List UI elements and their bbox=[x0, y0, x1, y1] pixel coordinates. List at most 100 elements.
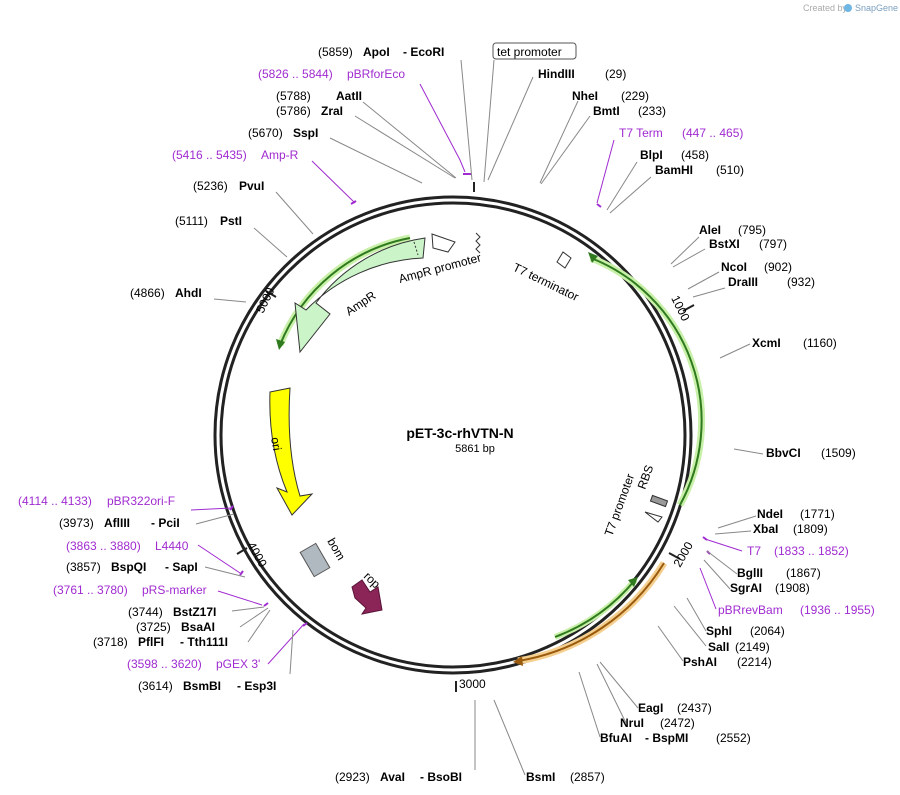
afliii-position: (3973) bbox=[59, 516, 94, 530]
bamhi-label: BamHI bbox=[655, 163, 693, 177]
tick-2000 bbox=[668, 552, 681, 560]
bbvci-label: BbvCI bbox=[766, 446, 801, 460]
rbs-label: RBS bbox=[635, 463, 657, 491]
avai-label: AvaI bbox=[380, 770, 405, 784]
t7-terminator-label: T7 terminator bbox=[511, 260, 581, 304]
green-arc-left-head bbox=[276, 339, 285, 350]
ahdi-position: (4866) bbox=[130, 286, 165, 300]
afliii-label: AflIII bbox=[104, 516, 130, 530]
bspmi-position: (2552) bbox=[716, 731, 751, 745]
zrai-position: (5786) bbox=[276, 104, 311, 118]
apoi-position: (5859) bbox=[318, 45, 353, 59]
eagi-position: (2437) bbox=[677, 701, 712, 715]
nrui-label: NruI bbox=[620, 716, 644, 730]
pgex3-label: pGEX 3' bbox=[216, 657, 260, 671]
bstxi-position: (797) bbox=[759, 237, 787, 251]
eagi-label: EagI bbox=[638, 701, 663, 715]
prsmarker-label: pRS-marker bbox=[142, 583, 207, 597]
position-ticks bbox=[236, 182, 695, 692]
bsaai-position: (3725) bbox=[136, 620, 171, 634]
blpi-label: BlpI bbox=[640, 148, 663, 162]
t7-primer-range: (1833 .. 1852) bbox=[774, 544, 849, 558]
ori-arrow bbox=[269, 387, 314, 516]
tick-5000 bbox=[265, 290, 277, 298]
ahdi-label: AhdI bbox=[175, 286, 202, 300]
pbrforeco-range: (5826 .. 5844) bbox=[258, 67, 333, 81]
backbone-ring bbox=[213, 195, 693, 675]
aatii-label: AatII bbox=[336, 89, 362, 103]
l4440-range: (3863 .. 3880) bbox=[66, 539, 141, 553]
green-arc-right-head bbox=[588, 252, 598, 263]
pvui-label: PvuI bbox=[239, 179, 264, 193]
ampr-primer-range: (5416 .. 5435) bbox=[172, 148, 247, 162]
bglii-position: (1867) bbox=[786, 566, 821, 580]
ndei-label: NdeI bbox=[757, 507, 783, 521]
tick-4000 bbox=[236, 547, 248, 555]
pshai-position: (2214) bbox=[737, 655, 772, 669]
green-arc-left-line bbox=[279, 237, 411, 346]
pbr322ori-range: (4114 .. 4133) bbox=[18, 494, 92, 508]
ampr-arrow bbox=[294, 237, 426, 354]
bsmi-label: BsmI bbox=[526, 770, 555, 784]
bsmbi-label: BsmBI bbox=[183, 679, 221, 693]
tet-promoter-label: tet promoter bbox=[497, 45, 562, 59]
ncoi-label: NcoI bbox=[721, 260, 747, 274]
pbrforeco-label: pBRforEco bbox=[347, 67, 405, 81]
pcii-label: - PciI bbox=[151, 516, 180, 530]
bsmi-position: (2857) bbox=[570, 770, 605, 784]
bmti-label: BmtI bbox=[593, 104, 620, 118]
prsmarker-range: (3761 .. 3780) bbox=[53, 583, 128, 597]
pshai-label: PshAI bbox=[683, 655, 717, 669]
sali-label: SalI bbox=[708, 640, 729, 654]
nrui-position: (2472) bbox=[660, 716, 695, 730]
sgrai-label: SgrAI bbox=[730, 581, 762, 595]
orange-arc-line bbox=[517, 562, 665, 662]
tet-promoter-box bbox=[492, 42, 577, 60]
apoi-label: ApoI bbox=[363, 45, 390, 59]
tth111i-label: - Tth111I bbox=[180, 635, 228, 649]
snapgene-logo-icon bbox=[844, 4, 852, 12]
bfuai-label: BfuAI bbox=[600, 731, 632, 745]
bmti-position: (233) bbox=[638, 104, 666, 118]
pvui-position: (5236) bbox=[193, 179, 228, 193]
l4440-label: L4440 bbox=[155, 539, 189, 553]
sapi-label: - SapI bbox=[165, 560, 198, 574]
t7-terminator-glyph bbox=[475, 232, 572, 269]
xcmi-label: XcmI bbox=[752, 336, 781, 350]
nhei-label: NheI bbox=[572, 89, 598, 103]
xcmi-position: (1160) bbox=[803, 336, 837, 350]
xbai-position: (1809) bbox=[793, 522, 828, 536]
sspi-position: (5670) bbox=[248, 126, 283, 140]
bom-label: bom bbox=[324, 536, 348, 563]
bsmbi-position: (3614) bbox=[138, 679, 173, 693]
zrai-label: ZraI bbox=[321, 104, 343, 118]
sphi-label: SphI bbox=[706, 624, 732, 638]
bspmi-label: - BspMI bbox=[645, 731, 688, 745]
alei-label: AleI bbox=[699, 223, 721, 237]
bsaai-label: BsaAI bbox=[181, 620, 215, 634]
t7term-range: (447 .. 465) bbox=[682, 126, 743, 140]
t7term-label: T7 Term bbox=[619, 126, 663, 140]
bspqi-label: BspQI bbox=[111, 560, 146, 574]
sphi-position: (2064) bbox=[750, 624, 785, 638]
ncoi-position: (902) bbox=[764, 260, 792, 274]
orange-arc-head bbox=[513, 656, 523, 666]
plasmid-size: 5861 bp bbox=[455, 443, 495, 455]
rbs-box bbox=[649, 494, 669, 508]
bsobi-label: - BsoBI bbox=[420, 770, 462, 784]
sgrai-position: (1908) bbox=[775, 581, 810, 595]
primer-markers bbox=[229, 173, 711, 627]
psti-position: (5111) bbox=[175, 214, 208, 228]
avai-position: (2923) bbox=[335, 770, 370, 784]
snapgene-brand: SnapGene bbox=[855, 3, 898, 13]
pflfi-position: (3718) bbox=[93, 635, 128, 649]
bstxi-label: BstXI bbox=[709, 237, 740, 251]
draiii-position: (932) bbox=[787, 275, 815, 289]
bstz17i-label: BstZ17I bbox=[173, 605, 216, 619]
alei-position: (795) bbox=[738, 223, 766, 237]
hindiii-label: HindIII bbox=[538, 67, 575, 81]
leader-lines bbox=[190, 59, 764, 776]
pbr322ori-label: pBR322ori-F bbox=[107, 494, 175, 508]
